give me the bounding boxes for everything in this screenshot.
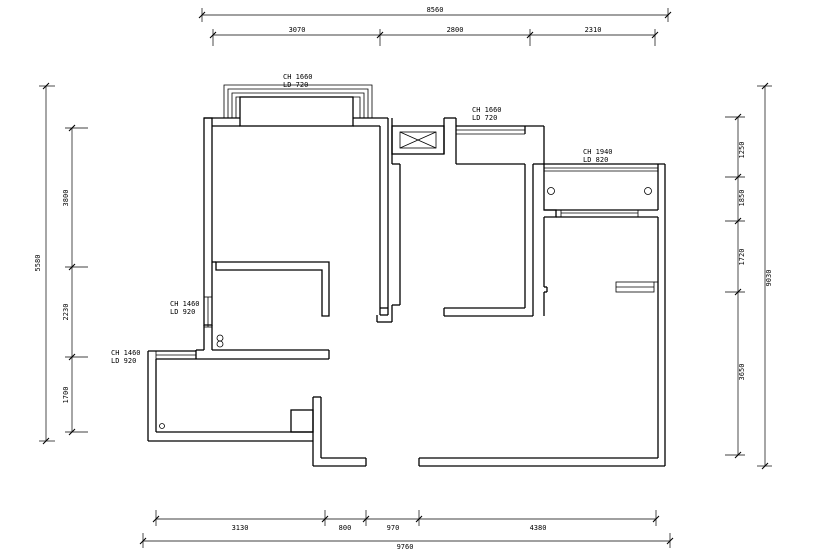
top-total-dimension: 8560 — [198, 6, 672, 22]
svg-text:CH 1660: CH 1660 — [283, 73, 313, 81]
window-label-5: CH 1460 LD 920 — [111, 349, 141, 365]
svg-text:LD 920: LD 920 — [170, 308, 195, 316]
bottom-total-dimension: 9760 — [139, 533, 674, 550]
bay-window-1-sill — [239, 96, 354, 127]
svg-text:LD 820: LD 820 — [583, 156, 608, 164]
dim-top-seg-2: 2800 — [447, 26, 464, 34]
window-label-1: CH 1660 LD 720 — [283, 73, 313, 89]
right-segment-dimensions: 1250 1850 1720 3650 — [725, 113, 746, 459]
window-label-3: CH 1940 LD 820 — [583, 148, 613, 164]
svg-text:CH 1460: CH 1460 — [170, 300, 200, 308]
svg-text:CH 1940: CH 1940 — [583, 148, 613, 156]
window-label-2: CH 1660 LD 720 — [472, 106, 502, 122]
bottom-segment-dimensions: 3130 800 970 4380 — [152, 510, 660, 532]
dim-right-seg-4: 3650 — [738, 364, 746, 381]
left-total-dimension: 5580 — [34, 82, 55, 445]
dim-top-total: 8560 — [427, 6, 444, 14]
dim-left-seg-3: 1700 — [62, 387, 70, 404]
dim-left-total: 5580 — [34, 255, 42, 272]
dim-right-seg-1: 1250 — [738, 142, 746, 159]
wall-bedroom-partition — [215, 261, 330, 317]
dim-bottom-seg-1: 3130 — [232, 524, 249, 532]
bathroom-fixture — [290, 409, 314, 433]
window-label-4: CH 1460 LD 920 — [170, 300, 200, 316]
dim-top-seg-1: 3070 — [289, 26, 306, 34]
dim-left-seg-1: 3800 — [62, 190, 70, 207]
walls — [147, 84, 666, 467]
svg-text:LD 920: LD 920 — [111, 357, 136, 365]
right-total-dimension: 9030 — [757, 82, 773, 470]
shaft-box — [391, 125, 445, 155]
dim-right-seg-2: 1850 — [738, 190, 746, 207]
dim-bottom-total: 9760 — [397, 543, 414, 550]
top-segment-dimensions: 3070 2800 2310 — [209, 26, 659, 46]
dim-top-seg-3: 2310 — [585, 26, 602, 34]
svg-text:LD 720: LD 720 — [283, 81, 308, 89]
dim-bottom-seg-3: 970 — [387, 524, 400, 532]
svg-text:LD 720: LD 720 — [472, 114, 497, 122]
dim-right-total: 9030 — [765, 270, 773, 287]
dim-left-seg-2: 2230 — [62, 304, 70, 321]
wall-bedroom-left — [203, 117, 213, 326]
svg-text:CH 1660: CH 1660 — [472, 106, 502, 114]
dim-right-seg-3: 1720 — [738, 249, 746, 266]
left-segment-dimensions: 3800 2230 1700 — [62, 124, 88, 436]
dim-bottom-seg-2: 800 — [339, 524, 352, 532]
svg-text:CH 1460: CH 1460 — [111, 349, 141, 357]
dim-bottom-seg-4: 4380 — [530, 524, 547, 532]
bay-window-1-outer — [223, 84, 373, 118]
